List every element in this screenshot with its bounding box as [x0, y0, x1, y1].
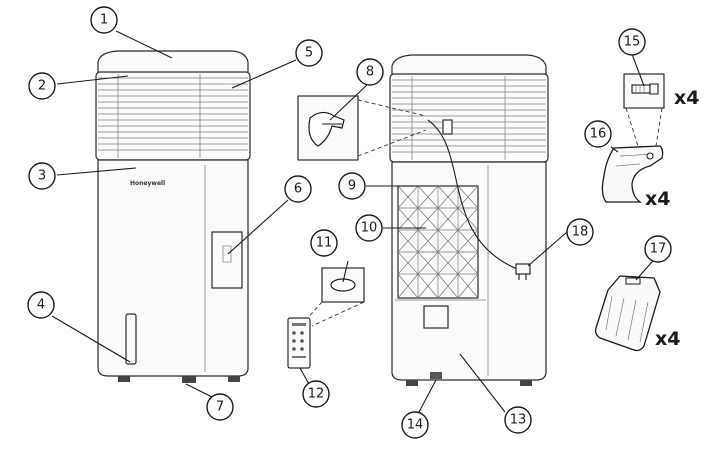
svg-text:4: 4	[37, 298, 45, 313]
callout-16: 16	[584, 120, 612, 148]
svg-text:7: 7	[216, 400, 224, 415]
callout-12: 12	[302, 380, 330, 408]
front-louvers	[98, 74, 248, 158]
callout-1: 1	[90, 6, 118, 34]
svg-text:16: 16	[590, 127, 607, 142]
svg-text:1: 1	[100, 13, 108, 28]
bracket: x4	[601, 145, 670, 210]
svg-text:18: 18	[572, 225, 589, 240]
callout-9: 9	[338, 172, 366, 200]
front-unit: Honeywell	[95, 50, 251, 383]
callout-6: 6	[284, 175, 312, 203]
remote-control	[287, 317, 311, 369]
callout-10: 10	[355, 214, 383, 242]
window-seal-pad: x4	[594, 275, 680, 352]
svg-text:3: 3	[38, 169, 46, 184]
callout-14: 14	[401, 411, 429, 439]
svg-text:10: 10	[361, 221, 378, 236]
svg-text:9: 9	[348, 179, 356, 194]
svg-text:2: 2	[38, 79, 46, 94]
clip-inset	[297, 95, 427, 161]
bracket-quantity: x4	[645, 188, 670, 210]
svg-text:17: 17	[650, 242, 667, 257]
svg-text:14: 14	[407, 418, 424, 433]
screw-inset: x4	[623, 73, 699, 147]
pad-quantity: x4	[655, 328, 680, 350]
svg-text:15: 15	[624, 35, 641, 50]
callout-17: 17	[644, 235, 672, 263]
brand-label: Honeywell	[130, 180, 165, 187]
callout-15: 15	[618, 28, 646, 56]
callout-4: 4	[27, 291, 55, 319]
svg-text:5: 5	[305, 46, 313, 61]
callout-3: 3	[28, 162, 56, 190]
callout-8: 8	[356, 58, 384, 86]
svg-text:8: 8	[366, 65, 374, 80]
air-filter-grid	[397, 185, 479, 299]
callout-5: 5	[295, 39, 323, 67]
callout-7: 7	[206, 393, 234, 421]
svg-text:11: 11	[316, 236, 333, 251]
svg-text:6: 6	[294, 182, 302, 197]
callout-11: 11	[310, 229, 338, 257]
svg-text:13: 13	[510, 413, 527, 428]
back-unit	[389, 54, 549, 386]
callout-2: 2	[28, 72, 56, 100]
screw-quantity: x4	[674, 87, 699, 109]
callout-18: 18	[566, 218, 594, 246]
back-louvers	[392, 76, 546, 160]
cap-inset	[303, 267, 365, 327]
svg-text:12: 12	[308, 387, 325, 402]
callout-13: 13	[504, 406, 532, 434]
